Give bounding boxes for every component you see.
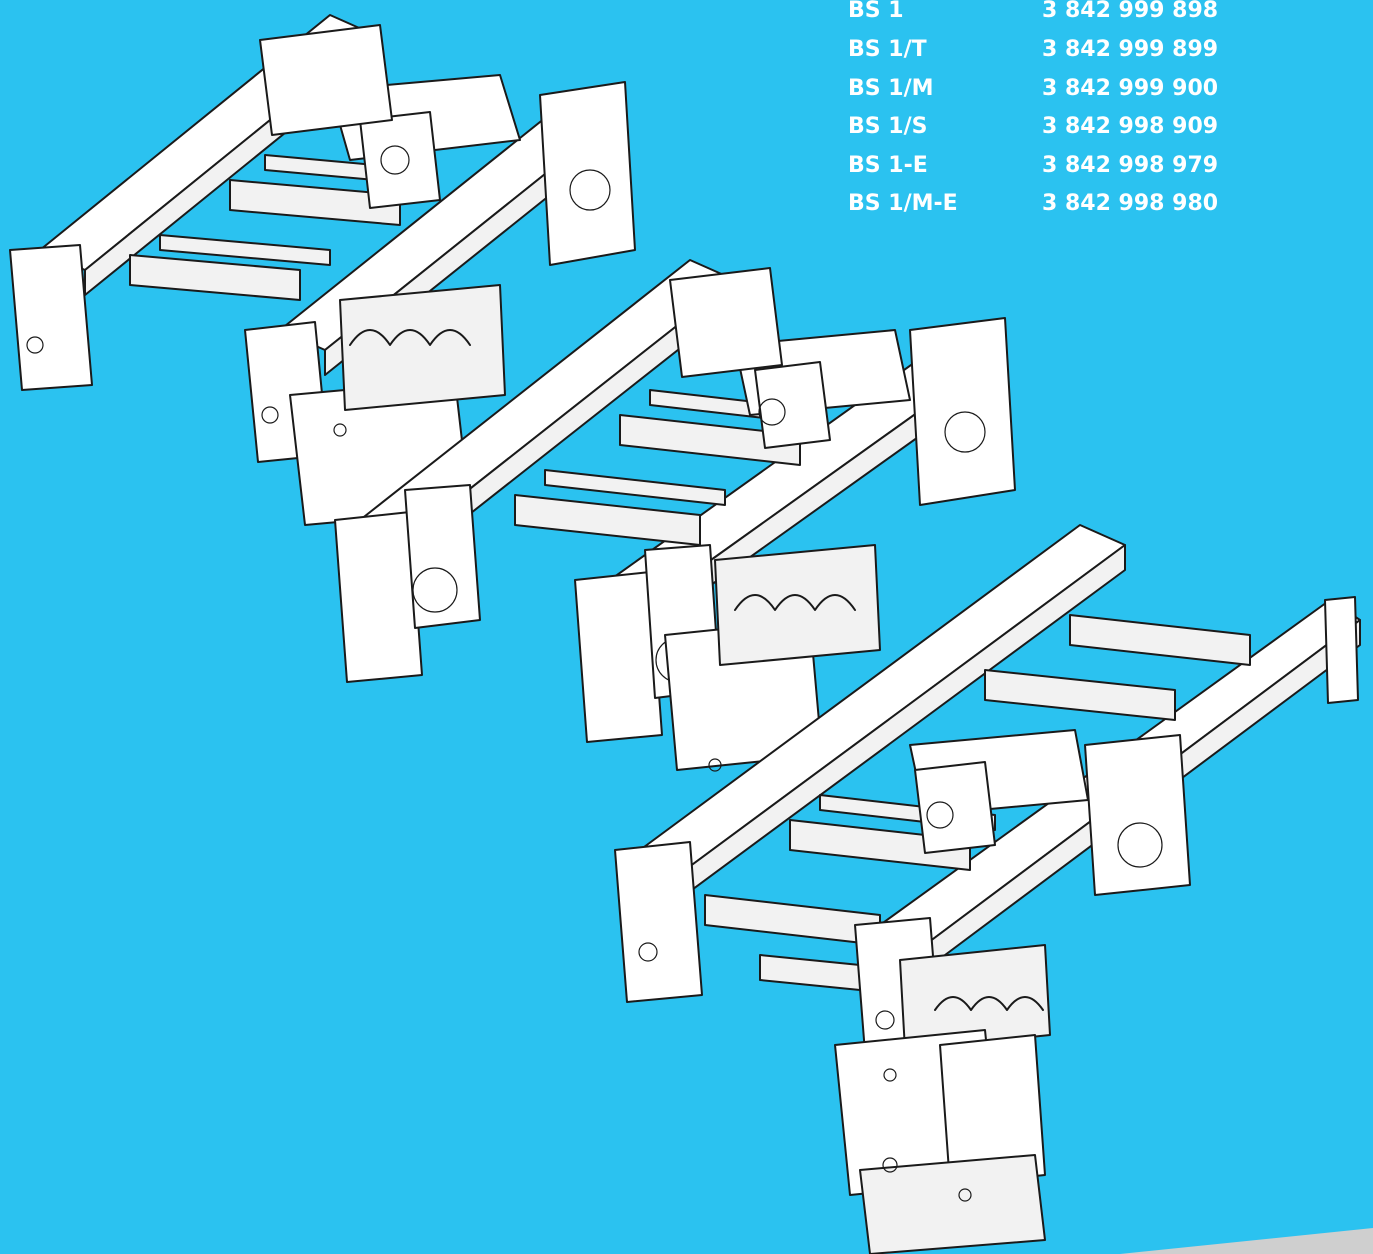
table-row: BS 1/M 3 842 999 900 [848, 70, 1268, 109]
model-cell: BS 1/T [848, 37, 927, 63]
table-row: BS 1-E 3 842 998 979 [848, 147, 1268, 186]
conveyor-unit-3 [614, 524, 1361, 1254]
model-cell: BS 1/S [848, 114, 928, 140]
conveyor-unit-1 [9, 14, 636, 526]
conveyor-unit-2 [334, 259, 1016, 772]
parts-table: BS 1 3 842 999 898 BS 1/T 3 842 999 899 … [848, 0, 1268, 224]
table-row: BS 1/S 3 842 998 909 [848, 108, 1268, 147]
table-row: BS 1/M-E 3 842 998 980 [848, 185, 1268, 224]
part-number-cell: 3 842 998 909 [1042, 114, 1219, 140]
table-row: BS 1/T 3 842 999 899 [848, 31, 1268, 70]
model-cell: BS 1-E [848, 152, 928, 178]
part-number-cell: 3 842 998 979 [1042, 152, 1219, 178]
page-curl [1120, 1228, 1373, 1254]
part-number-cell: 3 842 999 899 [1042, 37, 1219, 63]
table-row: BS 1 3 842 999 898 [848, 0, 1268, 31]
model-cell: BS 1/M-E [848, 191, 958, 217]
model-cell: BS 1 [848, 0, 904, 23]
part-number-cell: 3 842 999 900 [1042, 75, 1219, 101]
model-cell: BS 1/M [848, 75, 934, 101]
part-number-cell: 3 842 998 980 [1042, 191, 1219, 217]
part-number-cell: 3 842 999 898 [1042, 0, 1219, 23]
